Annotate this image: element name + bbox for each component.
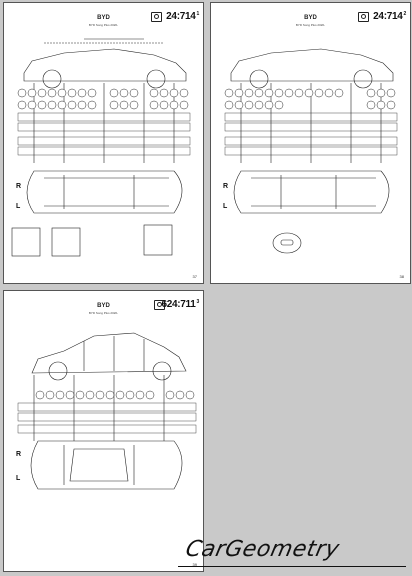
left-label: L (223, 203, 228, 210)
sheet-code: 624:7113 (161, 299, 199, 310)
page-number: 37 (192, 274, 197, 279)
page-number: 39 (192, 562, 197, 567)
diagram-sheet-3: BYD BYD Song Plus 2020- 624:7113 (3, 290, 204, 572)
brand-label: BYD (97, 15, 110, 21)
left-label: L (16, 203, 21, 210)
underbody-diagram-1 (11, 38, 191, 257)
brand-label: BYD (97, 303, 110, 309)
logo-underline (178, 566, 406, 568)
right-label: R (223, 183, 229, 190)
brand-label: BYD (304, 15, 317, 21)
camera-icon (358, 12, 369, 22)
body-diagram-3 (17, 332, 197, 490)
sheet-code: 24:7141 (166, 11, 199, 22)
left-label: L (16, 475, 21, 482)
model-subline: BYD Song Plus 2020- (88, 311, 119, 315)
underbody-diagram-2 (224, 48, 398, 254)
page-number: 38 (399, 274, 404, 279)
camera-icon (151, 12, 162, 22)
right-label: R (16, 183, 22, 190)
model-subline: BYD Song Plus 2020- (88, 23, 119, 27)
diagram-sheet-2: BYD BYD Song Plus 2020- 24:7142 (210, 2, 411, 284)
right-label: R (16, 451, 22, 458)
diagram-sheet-1: BYD BYD Song Plus 2020- 24:7141 (3, 2, 204, 284)
sheet-code: 24:7142 (373, 11, 406, 22)
model-subline: BYD Song Plus 2020- (295, 23, 326, 27)
camera-icon (154, 300, 165, 310)
cargeometry-logo: CarGeometry (183, 537, 342, 562)
